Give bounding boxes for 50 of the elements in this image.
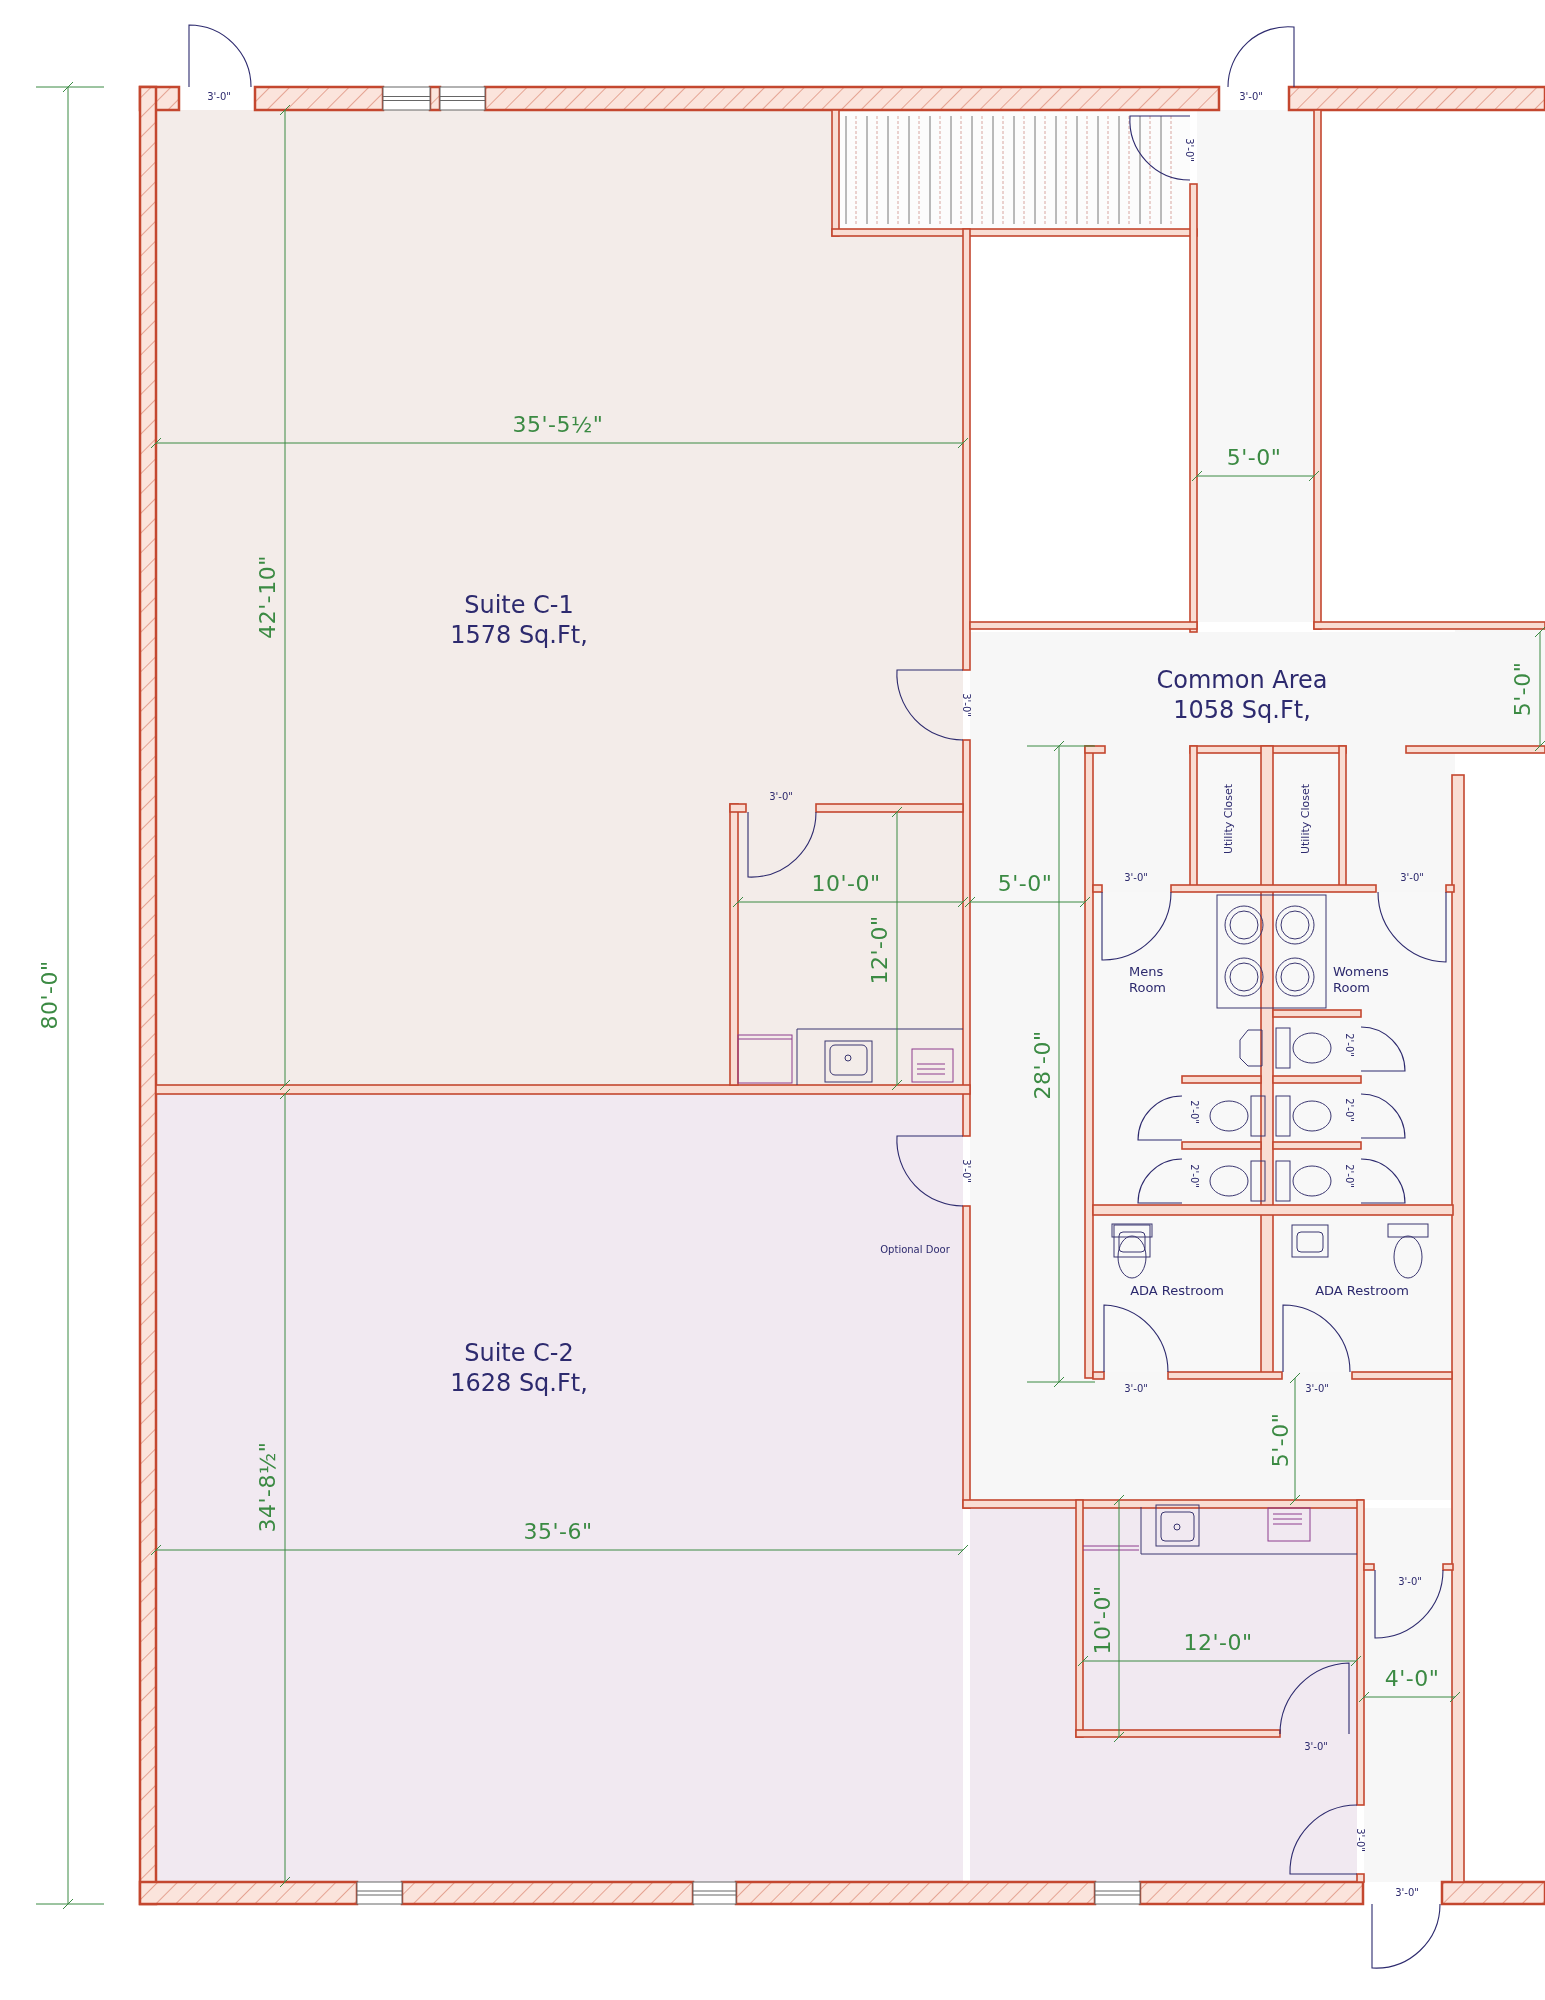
dimension-label: 5'-0" xyxy=(1226,447,1282,469)
room-floor xyxy=(156,110,963,1085)
dimension-label: 4'-0" xyxy=(1384,1668,1440,1690)
room-name: Utility Closet xyxy=(1222,783,1236,855)
stall-width-label: 2'-0" xyxy=(1189,1164,1199,1188)
dimension-label: 10'-0" xyxy=(1092,1585,1114,1655)
room-floor xyxy=(970,632,1455,1500)
note-text: Optional Door xyxy=(880,1245,950,1255)
room-name: ADA Restroom xyxy=(1315,1282,1409,1300)
door-width-label: 3'-0" xyxy=(1124,1384,1148,1394)
dimension-label: 5'-0" xyxy=(1270,1412,1292,1468)
dimension-label: 12'-0" xyxy=(1183,1632,1253,1654)
stall-width-label: 2'-0" xyxy=(1344,1098,1354,1122)
stall-width-label: 2'-0" xyxy=(1189,1100,1199,1124)
room-name: Common Area xyxy=(1156,665,1328,695)
door-width-label: 3'-0" xyxy=(1400,873,1424,883)
dimension-label: 42'-10" xyxy=(257,555,279,639)
door-width-label: 3'-0" xyxy=(1395,1888,1419,1898)
door-width-label: 3'-0" xyxy=(1305,1384,1329,1394)
door-width-label: 3'-0" xyxy=(961,693,971,717)
dimension-label: 80'-0" xyxy=(39,960,61,1030)
dimension-label: 28'-0" xyxy=(1032,1030,1054,1100)
dimension-label: 35'-5½" xyxy=(512,414,604,436)
door-width-label: 3'-0" xyxy=(961,1159,971,1183)
room-name: Utility Closet xyxy=(1299,783,1313,855)
floor-area-label: 1628 Sq.Ft, xyxy=(450,1368,588,1398)
stall-width-label: 2'-0" xyxy=(1344,1033,1354,1057)
door-width-label: 3'-0" xyxy=(1398,1577,1422,1587)
stall-width-label: 2'-0" xyxy=(1344,1164,1354,1188)
room-name: ADA Restroom xyxy=(1130,1282,1224,1300)
dimension-label: 5'-0" xyxy=(1512,661,1534,717)
room-name: Suite C-1 xyxy=(463,590,575,620)
floor-area-label: 1578 Sq.Ft, xyxy=(450,620,588,650)
floor-area-label: 1058 Sq.Ft, xyxy=(1172,695,1312,725)
door-width-label: 3'-0" xyxy=(1124,873,1148,883)
dimension-label: 5'-0" xyxy=(997,873,1053,895)
room-name: Suite C-2 xyxy=(463,1338,575,1368)
room-name: Mens Room xyxy=(1129,964,1168,997)
door-width-label: 3'-0" xyxy=(1355,1828,1365,1852)
dimension-label: 35'-6" xyxy=(523,1521,593,1543)
dimension-label: 12'-0" xyxy=(869,915,891,985)
room-floor xyxy=(156,1094,963,1882)
room-name: Womens Room xyxy=(1333,964,1390,997)
door-width-label: 3'-0" xyxy=(207,92,231,102)
dimension-label: 10'-0" xyxy=(811,873,881,895)
dimension-label: 34'-8½" xyxy=(257,1441,279,1533)
door-width-label: 3'-0" xyxy=(1184,138,1194,162)
door-width-label: 3'-0" xyxy=(1239,92,1263,102)
door-width-label: 3'-0" xyxy=(1304,1742,1328,1752)
door-width-label: 3'-0" xyxy=(769,792,793,802)
